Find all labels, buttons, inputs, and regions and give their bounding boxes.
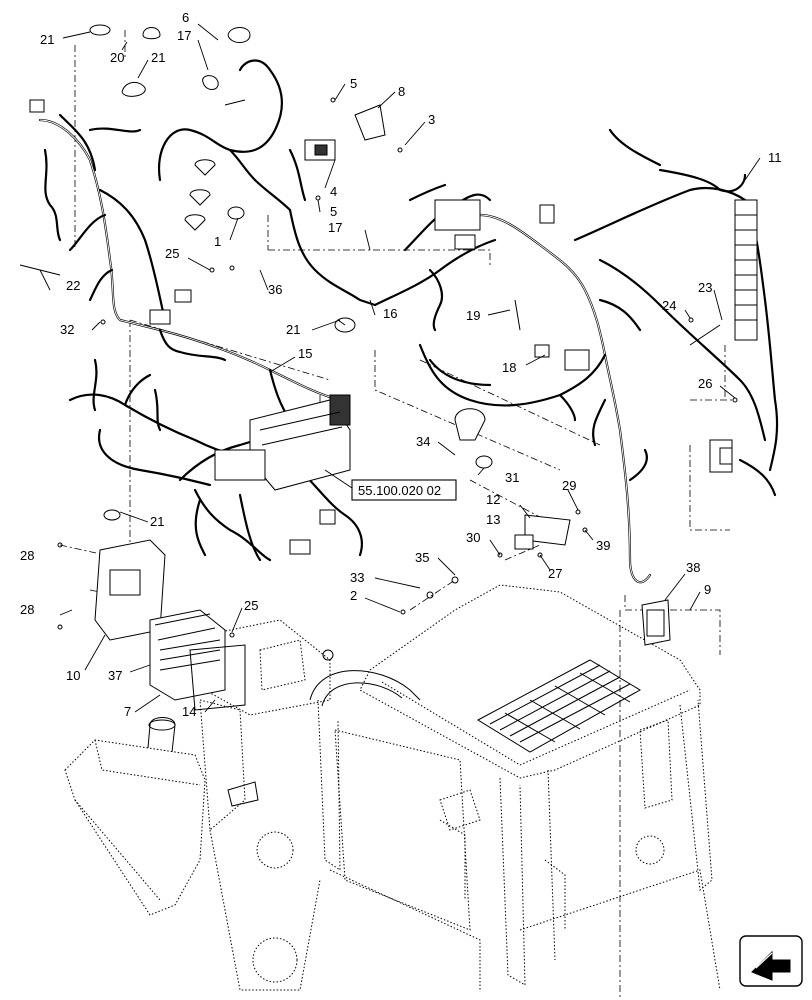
callout-label: 23 [698, 280, 712, 295]
callout-label: 15 [298, 346, 312, 361]
connector-18 [564, 349, 590, 371]
callout-label: 21 [151, 50, 165, 65]
callout-label: 9 [704, 582, 711, 597]
callout-label: 24 [662, 298, 676, 313]
callout-label: 30 [466, 530, 480, 545]
callout-label: 29 [562, 478, 576, 493]
cross-reference-label[interactable]: 55.100.020 02 [358, 483, 441, 498]
keypad-38 [641, 599, 671, 646]
clamp-21 [121, 82, 146, 97]
connector [29, 99, 45, 113]
callout-numbers: 21 20 21 6 17 5 8 3 4 5 1 17 25 36 22 32… [20, 10, 782, 719]
callout-label: 28 [20, 602, 34, 617]
leader-lines [39, 23, 761, 713]
relay-13 [514, 534, 534, 550]
machine-frame [64, 584, 721, 991]
callout-label: 27 [548, 566, 562, 581]
callout-label: 5 [330, 204, 337, 219]
callout-label: 22 [66, 278, 80, 293]
callout-label: 12 [486, 492, 500, 507]
callout-label: 33 [350, 570, 364, 585]
label-14 [189, 644, 246, 711]
callout-label: 25 [165, 246, 179, 261]
callout-label: 35 [415, 550, 429, 565]
grommet-1 [227, 206, 245, 220]
callout-label: 38 [686, 560, 700, 575]
callout-label: 6 [182, 10, 189, 25]
callout-label: 18 [502, 360, 516, 375]
relay-block-11 [734, 199, 758, 341]
callout-label: 26 [698, 376, 712, 391]
callout-label: 2 [350, 588, 357, 603]
callout-label: 11 [768, 150, 782, 165]
callout-label: 32 [60, 322, 74, 337]
callout-label: 19 [466, 308, 480, 323]
callout-label: 4 [330, 184, 337, 199]
callout-label: 16 [383, 306, 397, 321]
callout-label: 28 [20, 548, 34, 563]
fuse-block [434, 199, 481, 231]
callout-label: 39 [596, 538, 610, 553]
callout-label: 13 [486, 512, 500, 527]
callout-label: 36 [268, 282, 282, 297]
callout-label: 34 [416, 434, 430, 449]
callout-label: 21 [150, 514, 164, 529]
next-page-arrow-icon[interactable] [739, 935, 803, 987]
callout-label: 3 [428, 112, 435, 127]
right-harness [418, 128, 779, 584]
callout-label: 7 [124, 704, 131, 719]
bracket-8 [354, 104, 386, 141]
callout-label: 21 [40, 32, 54, 47]
callout-label: 20 [110, 50, 124, 65]
components [19, 24, 758, 711]
callout-label: 37 [108, 668, 122, 683]
cable-tie-21 [89, 24, 111, 36]
clamp-top [142, 27, 161, 40]
clip-17 [202, 75, 219, 90]
clip-6 [227, 27, 251, 43]
grommet-34 [454, 408, 486, 441]
callout-label: 14 [182, 704, 196, 719]
cross-reference[interactable]: 55.100.020 02 [351, 479, 457, 501]
callout-label: 8 [398, 84, 405, 99]
callout-label: 17 [177, 28, 191, 43]
callout-label: 17 [328, 220, 342, 235]
clip-31 [475, 455, 493, 469]
callout-label: 1 [214, 234, 221, 249]
callout-label: 5 [350, 76, 357, 91]
callout-label: 10 [66, 668, 80, 683]
callout-label: 21 [286, 322, 300, 337]
callout-label: 31 [505, 470, 519, 485]
bracket-12 [524, 514, 571, 546]
callout-label: 25 [244, 598, 258, 613]
